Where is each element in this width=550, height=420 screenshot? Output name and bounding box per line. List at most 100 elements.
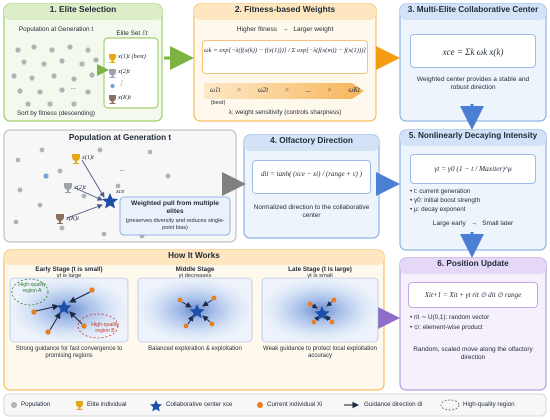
higher-fitness-label: Higher fitness (236, 26, 278, 33)
late-title: Late Stage (t is large) (288, 266, 352, 273)
center-formula: xce = Σk ωk x(k) (410, 34, 536, 68)
omega-k: ωKt (348, 86, 360, 94)
pop-title: Population at Generation t (68, 133, 172, 142)
weight-order: ω1t > ω2t > ... > ωKt (210, 86, 360, 94)
olfactory-note: Normalized direction to the collaborativ… (253, 204, 370, 219)
pull-note: (preserves diversity and reduces single-… (125, 218, 225, 231)
intensity-bullet-3: • μ: decay exponent (410, 206, 466, 213)
gt-3: > (327, 86, 333, 94)
pop-trophies (56, 154, 80, 224)
elite-1-label: x(1)t (best) (118, 53, 146, 60)
omega-2: ω2t (257, 86, 269, 94)
middle-caption: Balanced exploration & exploitation (148, 346, 242, 352)
weight-gradient-arrow (204, 83, 364, 99)
elite-2-label: x(2)t (118, 68, 130, 75)
update-formula: Xit+1 = Xit + γt rit ⊙ dit ⊙ range (408, 282, 538, 308)
intensity-bullet-2: • γ0: initial boost strength (410, 197, 481, 204)
olfactory-formula: dit = tanh( (xce − xi) / (range + ε) ) (252, 160, 371, 194)
gt-1: > (236, 86, 242, 94)
intensity-bullet-2-text: γ0: initial boost strength (413, 197, 481, 204)
legend-region-label: High-quality region (463, 401, 515, 408)
early-guidance-arrows (35, 291, 91, 331)
omega-dots: ... (305, 86, 311, 94)
decay-summary: Large early → Small later (400, 220, 546, 227)
late-caption: Weak guidance to protect local exploitat… (263, 346, 377, 360)
region-a-label: High-quality region A (18, 282, 46, 294)
panel-elite-header (4, 4, 162, 20)
update-bullet-2-text: ⊙: element-wise product (413, 324, 483, 331)
intensity-bullet-3-text: μ: decay exponent (413, 206, 466, 213)
panel1-title: 1. Elite Selection (49, 4, 117, 14)
early-caption: Strong guidance for fast convergence to … (15, 346, 123, 360)
legend-trophy-icon (76, 401, 83, 410)
legend-population-label: Population (21, 401, 51, 408)
best-tag: (best) (210, 100, 226, 106)
legend-elite-label: Elite individual (87, 401, 127, 408)
legend-guidance-label: Guidance direction di (364, 401, 423, 408)
large-early-label: Large early (432, 220, 466, 227)
elite-trophies (109, 54, 116, 104)
panel-position-header (400, 258, 546, 274)
legend-population-dot (11, 402, 17, 408)
pop-label-center: xce (116, 188, 125, 195)
update-bullet-1-text: rit ∼ U(0,1): random vector (413, 314, 490, 321)
early-star (56, 300, 72, 315)
omega-1: ω1t (210, 86, 221, 94)
larger-weight-label: Larger weight (293, 26, 334, 33)
fitness-weight-relation: Higher fitness → Larger weight (196, 26, 374, 33)
weight-formula: ωk = exp[−λ(f(x(k)) − f(x(1)))] / Σ exp[… (202, 40, 368, 74)
intensity-formula: γt = γ0 (1 − t / Maxiter)^μ (410, 154, 536, 184)
panel3-title: 3. Multi-Elite Collaborative Center (407, 5, 539, 14)
panel-how-header (4, 250, 384, 265)
legend-bar (3, 393, 547, 417)
region-a-ellipse (11, 278, 49, 306)
intensity-bullet-1: • t: current generation (410, 188, 471, 195)
panel6-title: 6. Position Update (437, 259, 509, 268)
middle-current-dots (177, 295, 217, 329)
small-later-label: Small later (482, 220, 514, 227)
update-note: Random, scaled move along the olfactory … (413, 346, 533, 361)
panel-olfactory-header (244, 135, 379, 151)
how-title: How It Works (168, 251, 220, 260)
panel4-title: 4. Olfactory Direction (270, 136, 353, 145)
panel1-population-dots (11, 44, 99, 107)
pull-note-box (119, 196, 231, 236)
legend-current-label: Current individual Xi (267, 401, 323, 408)
decay-arrow: → (470, 220, 478, 227)
late-star (314, 306, 330, 321)
legend-current-dot (257, 402, 263, 408)
middle-title: Middle Stage (175, 266, 215, 273)
late-sub: γt is small (307, 273, 333, 279)
sort-note: Sort by fitness (descending) (16, 110, 96, 117)
early-landscape (9, 277, 129, 343)
pop-label-2: x(2)t (74, 184, 86, 191)
relation-arrow: → (281, 26, 289, 33)
elite-dots-label: ⋮ (118, 80, 125, 87)
center-note: Weighted center provides a stable and ro… (416, 76, 530, 91)
early-current-dots (31, 287, 95, 335)
elite-k-label: x(K)t (118, 94, 131, 101)
early-sub: γt is large (56, 273, 82, 279)
intensity-bullet-1-text: t: current generation (413, 188, 471, 195)
pull-title: Weighted pull from multiple elites (131, 200, 219, 215)
legend-dashed-ellipse (440, 399, 460, 411)
panel-center-header (400, 4, 546, 20)
legend-star-icon (150, 400, 162, 412)
middle-guidance-arrows (181, 299, 213, 325)
panel1-ellipsis: ... (70, 84, 76, 91)
panel1-population-label: Population at Generation t (18, 26, 94, 33)
panel5-title: 5. Nonlinearly Decaying Intensity (408, 131, 538, 140)
pop-ellipsis: ... (119, 166, 125, 173)
pop-blue-dot (43, 173, 49, 179)
lambda-note: λ: weight sensitivity (controls sharpnes… (228, 109, 342, 116)
pull-arrows (66, 159, 105, 219)
pop-center-star (102, 193, 118, 209)
elite-set-label: Elite Set ℰt (116, 30, 148, 37)
update-bullet-2: • ⊙: element-wise product (410, 324, 483, 331)
pop-label-k: x(K)t (66, 215, 79, 222)
pop-label-1: x(1)t (82, 154, 94, 161)
panel-intensity-header (400, 130, 546, 146)
update-bullet-1: • rit ∼ U(0,1): random vector (410, 314, 490, 321)
middle-star (189, 304, 205, 319)
